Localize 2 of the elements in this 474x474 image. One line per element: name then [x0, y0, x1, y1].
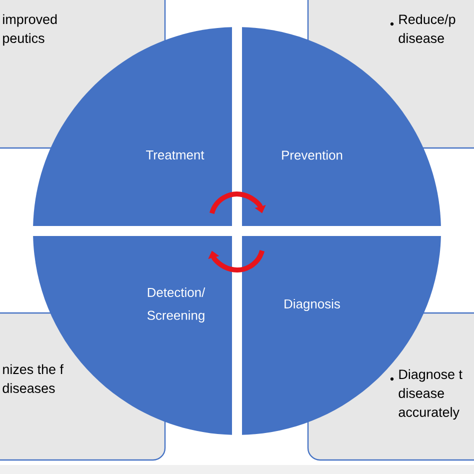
cycle-arrow: [210, 192, 266, 214]
cycle-arrow: [208, 250, 264, 272]
